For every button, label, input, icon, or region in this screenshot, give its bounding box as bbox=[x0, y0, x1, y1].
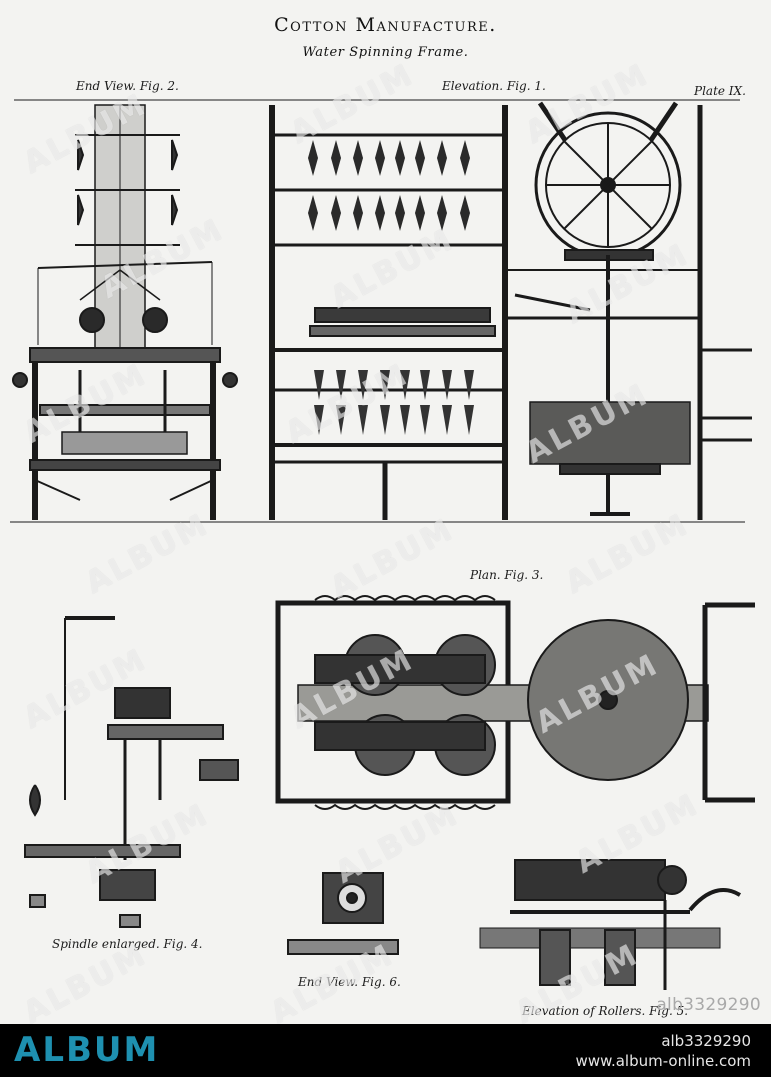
caption-end-view-fig2: End View. Fig. 2. bbox=[76, 79, 179, 93]
plate-subtitle: Water Spinning Frame. bbox=[302, 45, 469, 60]
engraving-plate: Cotton Manufacture. Water Spinning Frame… bbox=[0, 0, 771, 1024]
caption-end-view-fig6: End View. Fig. 6. bbox=[298, 975, 401, 989]
caption-spindle-fig4: Spindle enlarged. Fig. 4. bbox=[52, 937, 203, 951]
fig6-end-view-drawing bbox=[287, 872, 399, 955]
fig1-elevation-drawing bbox=[265, 99, 752, 520]
fig2-end-view-drawing bbox=[12, 99, 265, 520]
footer-bar: ALBUM alb3329290 www.album-online.com bbox=[0, 1024, 771, 1077]
footer-image-id: alb3329290 bbox=[661, 1032, 751, 1050]
brand-logo: ALBUM bbox=[14, 1030, 160, 1070]
fig3-plan-drawing bbox=[275, 595, 755, 810]
caption-plan-fig3: Plan. Fig. 3. bbox=[470, 568, 544, 582]
watermark-stock-id: alb3329290 bbox=[656, 995, 761, 1015]
footer-url: www.album-online.com bbox=[575, 1052, 751, 1070]
caption-rollers-fig5: Elevation of Rollers. Fig. 5. bbox=[522, 1004, 689, 1018]
fig4-spindle-drawing bbox=[24, 616, 239, 928]
caption-plate-number: Plate IX. bbox=[694, 84, 746, 98]
plate-title: Cotton Manufacture. bbox=[274, 14, 497, 36]
engraving-artwork bbox=[10, 99, 755, 990]
caption-elevation-fig1: Elevation. Fig. 1. bbox=[442, 79, 546, 93]
fig5-rollers-drawing bbox=[479, 859, 742, 990]
